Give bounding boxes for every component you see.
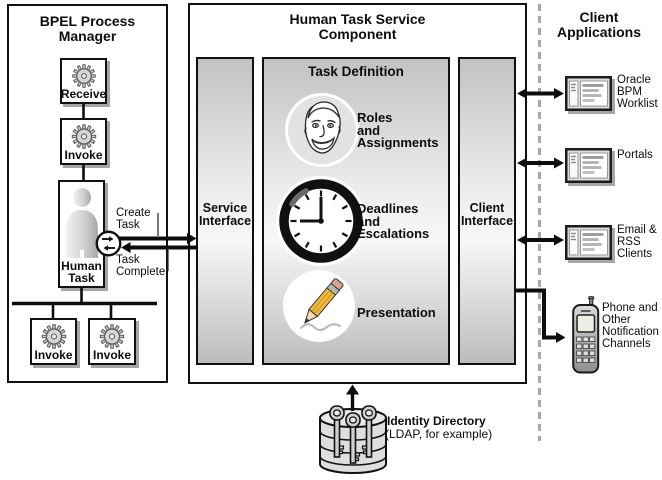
- roles-label: Roles and Assignments: [357, 110, 439, 150]
- client-interface-box: [458, 57, 516, 365]
- pencil-icon: [281, 268, 357, 344]
- client-applications-title: Client Applications: [556, 9, 641, 40]
- portals-label: Portals: [617, 149, 653, 161]
- client-interface-label: Client Interface: [460, 201, 514, 228]
- gear-icon: [71, 124, 96, 149]
- phone-channels-label: Phone and Other Notification Channels: [602, 302, 659, 350]
- presentation-label: Presentation: [357, 305, 436, 320]
- window-icon: [565, 225, 612, 260]
- gear-icon: [99, 324, 125, 349]
- face-icon: [284, 92, 360, 168]
- email-rss-clients-label: Email & RSS Clients: [617, 224, 657, 260]
- clock-icon: [275, 175, 367, 267]
- window-icon: [565, 76, 612, 111]
- service-interface-label: Service Interface: [198, 201, 252, 228]
- bpel-invoke-node-left: Invoke: [30, 318, 77, 365]
- bpel-invoke-node-right: Invoke: [88, 318, 136, 365]
- bpel-receive-node: Receive: [60, 58, 107, 104]
- window-icon: [565, 148, 612, 183]
- oracle-bpm-worklist-label: Oracle BPM Worklist: [617, 74, 658, 110]
- hts-title: Human Task Service Component: [289, 11, 426, 42]
- identity-directory-subtitle: (LDAP, for example): [385, 427, 493, 441]
- create-task-label: Create Task: [116, 207, 151, 231]
- swap-arrows-icon: [93, 228, 124, 259]
- invoke-label: Invoke: [64, 148, 103, 162]
- identity-directory-title: Identity Directory: [387, 414, 486, 428]
- task-definition-title: Task Definition: [308, 64, 404, 79]
- service-interface-box: [196, 57, 254, 365]
- gear-icon: [41, 324, 66, 349]
- bpel-human-task-node: Human Task: [58, 180, 105, 288]
- gear-icon: [71, 64, 96, 88]
- bpel-title: BPEL Process Manager: [39, 13, 136, 44]
- invoke-label: Invoke: [34, 348, 73, 362]
- task-complete-label: Task Complete: [116, 254, 166, 278]
- invoke-label: Invoke: [92, 348, 131, 362]
- deadlines-label: Deadlines and Escalations: [357, 201, 430, 241]
- bpel-invoke-node-top: Invoke: [60, 118, 107, 165]
- receive-label: Receive: [60, 87, 107, 101]
- database-keys-icon: [316, 404, 390, 479]
- person-icon: [65, 188, 98, 258]
- mobile-phone-icon: [572, 296, 600, 374]
- human-task-label: Human Task: [61, 259, 102, 285]
